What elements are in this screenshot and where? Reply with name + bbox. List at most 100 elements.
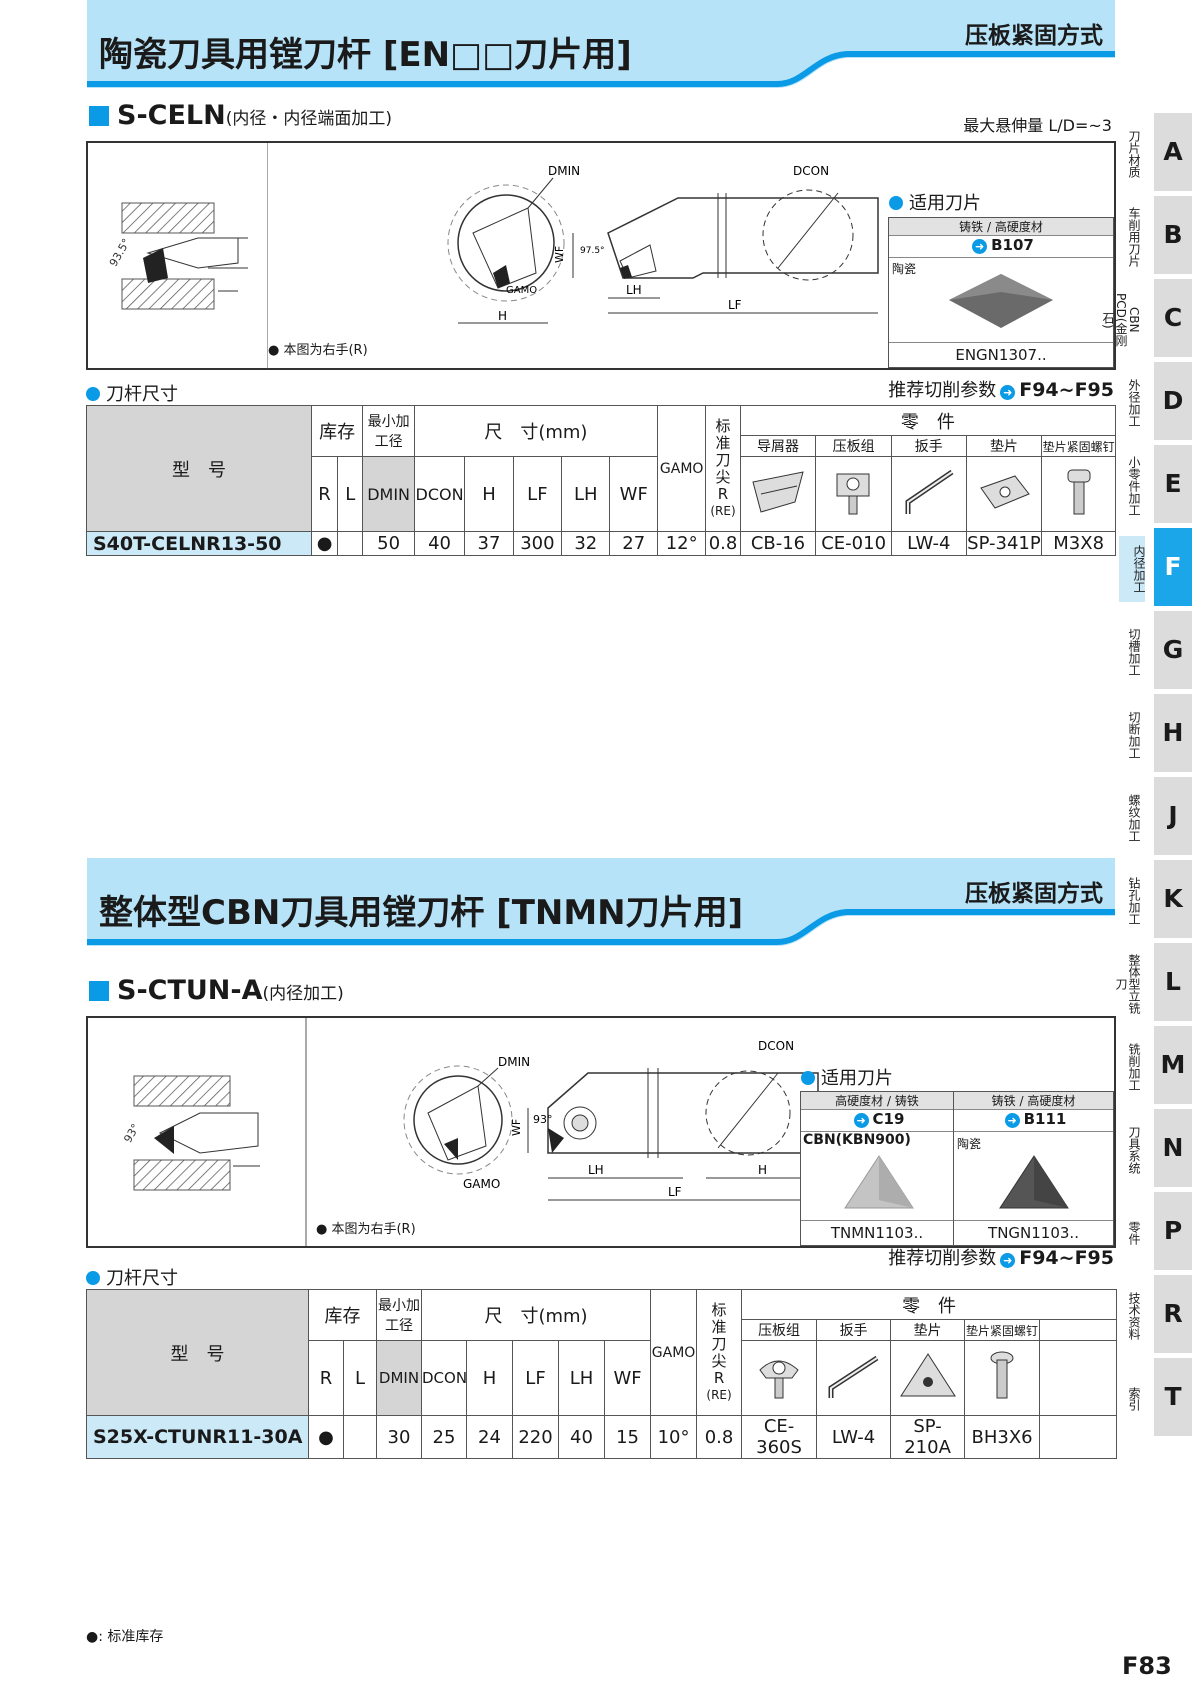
side-tab-c[interactable]: C bbox=[1154, 279, 1192, 357]
side-tab-l[interactable]: L bbox=[1154, 943, 1192, 1021]
section1-header-band: 陶瓷刀具用镗刀杆 [EN□□刀片用] 压板紧固方式 bbox=[87, 0, 1115, 88]
section1-size-label: 刀杆尺寸 bbox=[86, 380, 178, 406]
side-tab-r[interactable]: R bbox=[1154, 1275, 1192, 1353]
col-dims: 尺 寸(mm) bbox=[413, 405, 658, 457]
col-dmin-top: 最小加工径 bbox=[362, 405, 415, 457]
dim-label-h: H bbox=[498, 309, 507, 323]
arrow-circle-icon: ➜ bbox=[853, 1113, 869, 1128]
col-dcon: DCON bbox=[413, 456, 466, 532]
arrow-circle-icon: ➜ bbox=[1004, 1113, 1020, 1128]
section2-header-band: 整体型CBN刀具用镗刀杆 [TNMN刀片用] 压板紧固方式 bbox=[87, 858, 1115, 946]
col-lf: LF bbox=[512, 1340, 559, 1416]
dot-bullet-icon bbox=[801, 1071, 815, 1085]
side-tab-g[interactable]: G bbox=[1154, 611, 1192, 689]
col-dmin: DMIN bbox=[362, 456, 415, 532]
band-curve bbox=[87, 51, 1115, 88]
part-name-clamp: 压板组 bbox=[741, 1319, 818, 1341]
cell-part-3: SP-210A bbox=[890, 1415, 966, 1459]
angle-label: 93.5° bbox=[107, 236, 133, 268]
dim-label-gamo: GAMO bbox=[463, 1177, 500, 1191]
side-tab-e[interactable]: E bbox=[1154, 445, 1192, 523]
part-name-shim-screw: 垫片紧固螺钉 bbox=[1041, 435, 1116, 457]
dim-label-dcon: DCON bbox=[793, 164, 829, 178]
arrow-circle-icon: ➜ bbox=[1000, 1253, 1016, 1268]
dim-label-gamo: GAMO bbox=[506, 285, 537, 296]
cell-part-5 bbox=[1039, 1415, 1118, 1459]
angle-label: 93° bbox=[121, 1122, 142, 1145]
dim-label-lf: LF bbox=[668, 1185, 682, 1199]
cell-r: ● bbox=[310, 531, 339, 556]
insert-box-2: 铸铁 / 高硬度材 ➜B111 陶瓷 TNGN1103.. bbox=[953, 1091, 1114, 1246]
section1-clamp-type: 压板紧固方式 bbox=[965, 23, 1103, 49]
cell-re: 0.8 bbox=[705, 531, 741, 556]
cell-dcon: 40 bbox=[413, 531, 466, 556]
cell-wf: 27 bbox=[609, 531, 658, 556]
side-tab-p[interactable]: P bbox=[1154, 1192, 1192, 1270]
cell-dcon: 25 bbox=[421, 1415, 467, 1459]
part-name-wrench: 扳手 bbox=[890, 435, 967, 457]
col-r: R bbox=[310, 456, 339, 532]
shim-image bbox=[890, 1340, 966, 1416]
side-tab-f[interactable]: F bbox=[1154, 528, 1192, 606]
side-tab-j[interactable]: J bbox=[1154, 777, 1192, 855]
col-gamo: GAMO bbox=[650, 1289, 698, 1416]
col-dmin: DMIN bbox=[376, 1340, 422, 1416]
insert-code: ➜B107 bbox=[889, 236, 1113, 258]
side-tab-h[interactable]: H bbox=[1154, 694, 1192, 772]
cell-gamo: 12° bbox=[656, 531, 707, 556]
dim-label-dcon: DCON bbox=[758, 1039, 794, 1053]
side-tab-a[interactable]: A bbox=[1154, 113, 1192, 191]
cell-part-1: CB-16 bbox=[739, 531, 817, 556]
side-tab-t[interactable]: T bbox=[1154, 1358, 1192, 1436]
side-tab-m[interactable]: M bbox=[1154, 1026, 1192, 1104]
insert-code: ➜C19 bbox=[801, 1110, 953, 1132]
dot-bullet-icon bbox=[86, 387, 100, 401]
section2-cutting-ref: 推荐切削参数➜F94~F95 bbox=[888, 1247, 1114, 1269]
section1-diagram-panel: 93.5° DMIN H GAMO DCON WF 97.5° LH LF ● … bbox=[86, 141, 1116, 370]
wrench-image bbox=[816, 1340, 892, 1416]
cell-lh: 32 bbox=[561, 531, 611, 556]
col-h: H bbox=[464, 456, 514, 532]
section2-sketch: 93° bbox=[121, 1018, 307, 1246]
col-lh: LH bbox=[558, 1340, 605, 1416]
dim-label-angle: 93° bbox=[533, 1113, 553, 1126]
insert-type: 陶瓷 bbox=[957, 1137, 982, 1151]
dim-label-lf: LF bbox=[728, 298, 742, 312]
side-tab-d[interactable]: D bbox=[1154, 362, 1192, 440]
cell-h: 24 bbox=[466, 1415, 513, 1459]
max-overhang-note: 最大悬伸量 L/D=~3 bbox=[963, 116, 1112, 135]
chip-breaker-image bbox=[739, 456, 817, 532]
section2-size-label: 刀杆尺寸 bbox=[86, 1264, 178, 1290]
insert-box: 铸铁 / 高硬度材 ➜B107 陶瓷 ENGN1307.. bbox=[888, 217, 1114, 368]
part-name-clamp: 压板组 bbox=[815, 435, 892, 457]
dim-label-dmin: DMIN bbox=[498, 1055, 530, 1069]
insert-code: ➜B111 bbox=[954, 1110, 1113, 1132]
section2-subtitle: S-CTUN-A(内径加工) bbox=[89, 975, 344, 1006]
side-tab-label-n: 刀具系统 bbox=[1127, 1126, 1141, 1174]
shim-image bbox=[965, 456, 1043, 532]
cell-part-3: LW-4 bbox=[890, 531, 967, 556]
right-hand-note: ● 本图为右手(R) bbox=[268, 343, 368, 358]
part-name-wrench: 扳手 bbox=[816, 1319, 892, 1341]
insert-type: CBN(KBN900) bbox=[803, 1132, 911, 1148]
part-name-empty bbox=[1039, 1319, 1118, 1341]
triangle-insert-image bbox=[999, 1155, 1069, 1209]
cell-part-1: CE-360S bbox=[741, 1415, 818, 1459]
dim-label-angle: 97.5° bbox=[580, 246, 605, 256]
insert-material: 高硬度材 / 铸铁 bbox=[801, 1092, 953, 1110]
cell-h: 37 bbox=[464, 531, 514, 556]
cell-part-2: LW-4 bbox=[816, 1415, 892, 1459]
cell-part-4: BH3X6 bbox=[964, 1415, 1041, 1459]
cell-re: 0.8 bbox=[696, 1415, 743, 1459]
side-tab-label-b: 车削用刀片 bbox=[1127, 207, 1141, 267]
cell-dmin: 50 bbox=[362, 531, 415, 556]
side-tab-k[interactable]: K bbox=[1154, 860, 1192, 938]
cell-lf: 220 bbox=[512, 1415, 559, 1459]
side-tab-b[interactable]: B bbox=[1154, 196, 1192, 274]
side-tab-n[interactable]: N bbox=[1154, 1109, 1192, 1187]
insert-name: TNMN1103.. bbox=[801, 1220, 953, 1245]
col-stock: 库存 bbox=[310, 405, 364, 457]
applicable-insert-label: 适用刀片 bbox=[801, 1064, 893, 1090]
